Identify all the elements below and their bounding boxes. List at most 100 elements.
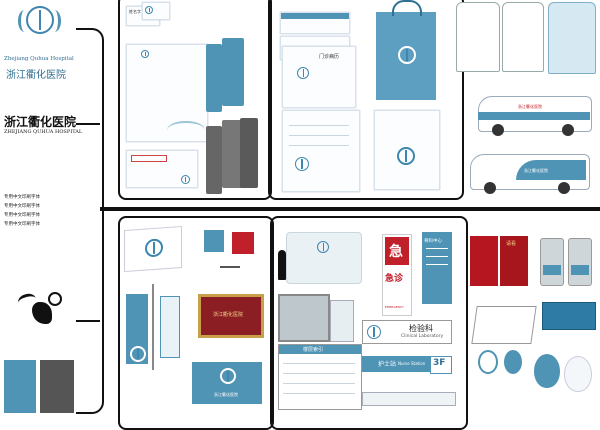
lab-sign-emblem-icon <box>367 325 381 339</box>
orthopedics-sign: 骨科中心 <box>422 232 452 304</box>
binder-gray-3 <box>240 118 258 188</box>
letterhead-wave <box>167 121 205 139</box>
font-sample-line: 专用中文印刷字体 <box>4 195 40 200</box>
dove-graphic-icon <box>14 290 62 330</box>
desk-emblem-icon <box>317 241 329 253</box>
font-sample-line: 专用中文印刷字体 <box>4 222 40 227</box>
flag-white <box>124 225 182 273</box>
bag-emblem-icon <box>398 46 416 64</box>
binder-blue-1 <box>206 44 222 112</box>
font-sample-line: 专用中文印刷字体 <box>4 204 40 209</box>
floor-number: 3F <box>433 358 446 368</box>
binder-gray-2 <box>222 120 244 188</box>
flagpole <box>152 284 154 370</box>
balloon-blue <box>534 354 560 388</box>
laurel-right-icon <box>48 10 61 32</box>
logo-chinese-name: 浙江衢化医院 <box>6 70 66 81</box>
envelope-stamp-boxes <box>131 155 167 162</box>
nurse-station-en: Nurse Station <box>398 361 426 366</box>
display-stand <box>330 300 354 342</box>
emergency-en-text: EMERGENCY <box>385 305 404 309</box>
plaque-text: 浙江衢化医院 <box>213 312 244 318</box>
hanging-banner-emblem-icon <box>220 368 236 384</box>
nurse-station-cn: 护士站 <box>378 361 397 368</box>
plastic-bag-emblem-icon <box>397 147 415 165</box>
desk-flag-stand <box>220 254 240 268</box>
uniform-coat-blue <box>548 2 596 74</box>
binder-gray-1 <box>206 126 222 194</box>
receipt-emblem-icon <box>295 157 309 171</box>
brochure-blue <box>542 302 596 330</box>
ambulance-text: 浙江衢化医院 <box>518 104 542 109</box>
bulletin-board <box>278 294 330 342</box>
logo-english-name: Zhejiang Quhua Hospital <box>4 56 74 62</box>
envelope <box>126 150 198 188</box>
wheel-icon <box>562 124 574 136</box>
outpatient-record: 门诊病历 <box>282 46 356 108</box>
nurse-station-sign: 护士站 Nurse Station 3F <box>362 356 452 374</box>
hanging-banner-text: 浙江衢化医院 <box>214 392 238 397</box>
plastic-bag <box>374 110 440 190</box>
color-swatch-primary <box>4 360 36 413</box>
envelope-emblem-icon <box>181 175 190 184</box>
invitation-text: 请看 <box>506 241 517 247</box>
desk-flag-blue <box>204 230 224 252</box>
bag-handle <box>392 0 422 16</box>
red-folder-1 <box>470 236 498 286</box>
lab-sign: 检验科 Clinical Laboratory <box>362 320 452 344</box>
floor-guide: 楼层索引 <box>278 344 362 410</box>
letterhead-emblem-icon <box>141 50 149 58</box>
logo-lockup-vertical: Zhejiang Quhua Hospital 浙江衢化医院 <box>4 4 74 84</box>
color-swatch-gray <box>40 360 74 413</box>
letterhead <box>126 44 208 142</box>
orthopedics-text: 骨科中心 <box>424 239 442 244</box>
desk-calendar <box>471 306 537 344</box>
banner-emblem-icon <box>130 346 146 362</box>
laurel-left-icon <box>18 10 31 32</box>
record-emblem-icon <box>297 67 309 79</box>
wheel-icon <box>492 124 504 136</box>
wordmark-chinese: 浙江衢化医院 <box>4 115 77 129</box>
hanging-banner: 浙江衢化医院 <box>192 362 262 404</box>
plaque-red: 浙江衢化医院 <box>198 294 264 338</box>
uniform-coat-2 <box>502 2 544 72</box>
keychain-1 <box>478 350 498 374</box>
card-name-text: 姓名字 <box>129 9 141 14</box>
flag-emblem-icon <box>145 238 163 258</box>
red-folder-2: 请看 <box>500 236 528 286</box>
floor-guide-title: 楼层索引 <box>303 347 324 353</box>
binder-blue-2 <box>222 38 244 106</box>
ambulance-2: 浙江衢化医院 <box>470 146 594 198</box>
person-silhouette-icon <box>278 250 286 280</box>
emergency-full-text: 急诊 <box>385 274 404 284</box>
directional-strip <box>362 392 456 406</box>
font-sample-line: 专用中文印刷字体 <box>4 213 40 218</box>
wordmark-english: ZHEJIANG QUHUA HOSPITAL <box>4 129 83 135</box>
connector-tick <box>76 123 100 125</box>
lab-title: 检验科 <box>409 324 433 333</box>
lab-en: Clinical Laboratory <box>401 334 444 339</box>
font-samples-block: 专用中文印刷字体 专用中文印刷字体 专用中文印刷字体 专用中文印刷字体 <box>4 194 74 234</box>
emergency-sign: 急 急诊 EMERGENCY <box>382 234 412 316</box>
form-card-teal <box>280 12 350 34</box>
emergency-red-char: 急 <box>389 244 403 260</box>
ambulance-text: 浙江衢化医院 <box>524 168 548 173</box>
reception-desk <box>286 232 362 284</box>
card-emblem-icon <box>145 6 153 14</box>
vertical-banner <box>126 294 148 364</box>
desk-flag-red <box>232 232 254 254</box>
connector-bracket-left <box>76 28 104 414</box>
balloon-white <box>564 356 592 392</box>
trash-bin-2 <box>568 238 592 286</box>
wheel-icon <box>484 182 496 194</box>
receipt-form <box>282 110 360 192</box>
outpatient-label: 门诊病历 <box>319 54 340 60</box>
connector-main-bar <box>100 207 600 211</box>
keychain-2 <box>504 350 522 374</box>
trash-bin-1 <box>540 238 564 286</box>
frame-stationery <box>118 0 272 200</box>
streetlamp-banner <box>160 296 180 358</box>
business-card-back <box>142 2 170 20</box>
connector-tick <box>76 320 100 322</box>
frame-forms <box>268 0 464 200</box>
